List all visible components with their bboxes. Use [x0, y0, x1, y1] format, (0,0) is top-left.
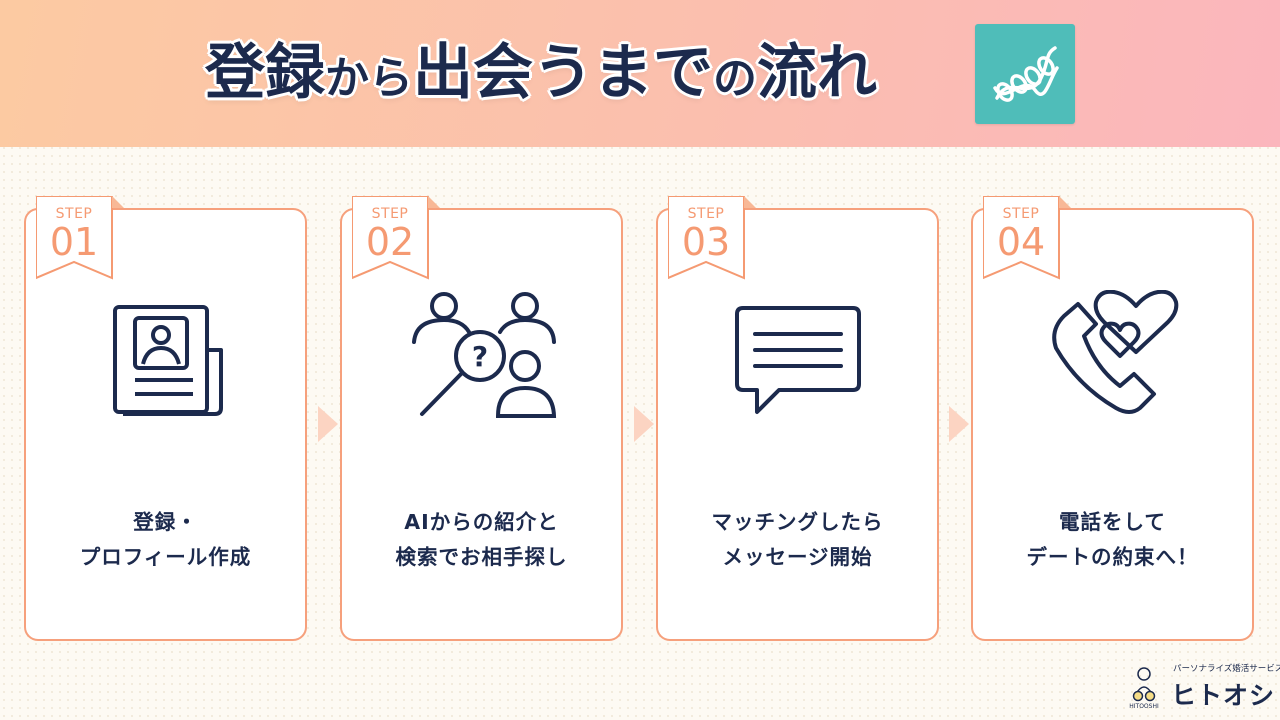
- svg-text:?: ?: [472, 340, 488, 373]
- step-text-line: 電話をして: [1059, 510, 1166, 534]
- step-tag: STEP 02: [352, 196, 440, 284]
- step-card-3: STEP 03 マッチングしたら メッセージ開始: [656, 196, 939, 641]
- step-number: 03: [681, 220, 731, 264]
- step-text-line: 検索でお相手探し: [395, 545, 568, 569]
- title-part: の: [713, 53, 757, 104]
- step-text-line: 登録・: [133, 510, 198, 534]
- title-part: 流れ: [757, 38, 877, 108]
- step-tag: STEP 04: [983, 196, 1071, 284]
- step-label: STEP: [55, 206, 93, 222]
- step-text-line: メッセージ開始: [722, 545, 873, 569]
- step-text-line: AIからの紹介と: [404, 510, 559, 534]
- title-part: 出会: [413, 38, 533, 108]
- step-card-4: STEP 04 電話をして デートの約束へ！: [971, 196, 1254, 641]
- next-arrow-icon: [949, 406, 969, 442]
- step-number: 02: [365, 220, 415, 264]
- logo-tagline: パーソナライズ婚活サービス: [1173, 664, 1280, 674]
- step-text-line: プロフィール作成: [79, 545, 252, 569]
- step-number: 01: [49, 220, 99, 264]
- step-description: マッチングしたら メッセージ開始: [658, 505, 937, 575]
- step-card-1: STEP 01 登録・ プロフィール作成: [24, 196, 307, 641]
- logo-brand: ヒトオシ: [1171, 681, 1276, 710]
- step-text-line: マッチングしたら: [711, 510, 884, 534]
- step-tag: STEP 01: [36, 196, 124, 284]
- message-bubble-icon: [735, 306, 861, 414]
- step-description: 登録・ プロフィール作成: [26, 505, 305, 575]
- step-text-line: デートの約束へ！: [1026, 545, 1199, 569]
- dna-icon: [975, 24, 1075, 124]
- next-arrow-icon: [318, 406, 338, 442]
- step-description: 電話をして デートの約束へ！: [973, 505, 1252, 575]
- step-label: STEP: [1002, 206, 1040, 222]
- people-search-icon: ?: [412, 292, 557, 418]
- title-part: から: [325, 53, 413, 104]
- logo-mark-text: HITOOSHI: [1129, 703, 1159, 710]
- title-part: うまで: [533, 38, 713, 108]
- step-card-2: STEP 02 ? AIからの紹介と 検索でお相手探し: [340, 196, 623, 641]
- next-arrow-icon: [634, 406, 654, 442]
- title-part: 登録: [205, 38, 325, 108]
- phone-hearts-icon: [1052, 290, 1179, 414]
- step-label: STEP: [687, 206, 725, 222]
- page-title: 登録 から 出会 うまで の 流れ: [205, 28, 877, 118]
- profile-document-icon: [113, 305, 223, 416]
- step-tag: STEP 03: [668, 196, 756, 284]
- header-banner: 登録 から 出会 うまで の 流れ: [0, 0, 1280, 147]
- logo-mark-icon: HITOOSHI: [1129, 667, 1159, 710]
- brand-logo: HITOOSHI パーソナライズ婚活サービス ヒトオシ: [1118, 662, 1280, 714]
- step-description: AIからの紹介と 検索でお相手探し: [342, 505, 621, 575]
- step-number: 04: [996, 220, 1046, 264]
- step-label: STEP: [371, 206, 409, 222]
